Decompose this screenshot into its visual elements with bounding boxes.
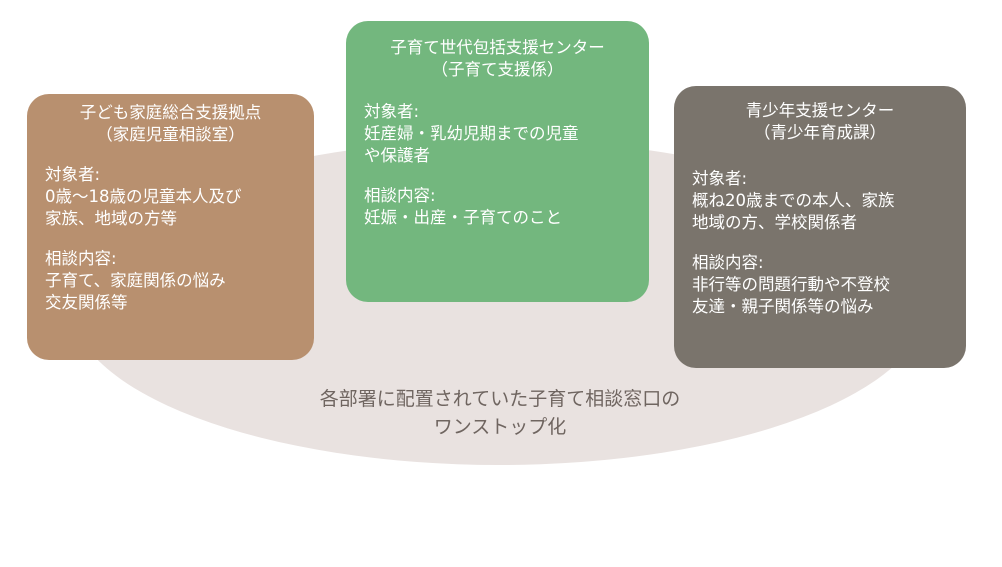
box-title: 子ども家庭総合支援拠点 （家庭児童相談室） bbox=[45, 102, 296, 146]
box-title: 子育て世代包括支援センター （子育て支援係） bbox=[364, 37, 631, 81]
target-label: 対象者: bbox=[364, 102, 420, 121]
target-section: 対象者: 妊産婦・乳幼児期までの児童 や保護者 bbox=[364, 101, 631, 167]
target-label: 対象者: bbox=[45, 165, 101, 184]
target-line-1: 概ね20歳までの本人、家族 bbox=[692, 191, 895, 210]
target-line-2: や保護者 bbox=[364, 146, 430, 165]
target-section: 対象者: 概ね20歳までの本人、家族 地域の方、学校関係者 bbox=[692, 168, 948, 234]
content-line-2: 交友関係等 bbox=[45, 293, 128, 312]
box-title-line-1: 青少年支援センター bbox=[745, 101, 895, 120]
content-label: 相談内容: bbox=[364, 186, 436, 205]
content-section: 相談内容: 妊娠・出産・子育てのこと bbox=[364, 185, 631, 229]
box-title-line-1: 子ども家庭総合支援拠点 bbox=[79, 103, 262, 122]
target-line-1: 0歳～18歳の児童本人及び bbox=[45, 187, 242, 206]
content-line-2: 友達・親子関係等の悩み bbox=[692, 297, 874, 316]
box-title-line-1: 子育て世代包括支援センター bbox=[390, 38, 605, 57]
box-title-line-2: （家庭児童相談室） bbox=[96, 125, 245, 144]
oval-caption: 各部署に配置されていた子育て相談窓口の ワンストップ化 bbox=[170, 385, 830, 441]
box-title: 青少年支援センター （青少年育成課） bbox=[692, 100, 948, 144]
box-youth-support-center: 青少年支援センター （青少年育成課） 対象者: 概ね20歳までの本人、家族 地域… bbox=[674, 86, 966, 368]
content-section: 相談内容: 子育て、家庭関係の悩み 交友関係等 bbox=[45, 248, 296, 314]
target-line-1: 妊産婦・乳幼児期までの児童 bbox=[364, 124, 579, 143]
box-child-family-support: 子ども家庭総合支援拠点 （家庭児童相談室） 対象者: 0歳～18歳の児童本人及び… bbox=[27, 94, 314, 360]
box-title-line-2: （子育て支援係） bbox=[431, 60, 564, 79]
target-line-2: 地域の方、学校関係者 bbox=[692, 213, 857, 232]
target-line-2: 家族、地域の方等 bbox=[45, 209, 177, 228]
box-parenting-support-center: 子育て世代包括支援センター （子育て支援係） 対象者: 妊産婦・乳幼児期までの児… bbox=[346, 21, 649, 302]
content-section: 相談内容: 非行等の問題行動や不登校 友達・親子関係等の悩み bbox=[692, 252, 948, 318]
caption-line-1: 各部署に配置されていた子育て相談窓口の bbox=[319, 388, 681, 410]
target-section: 対象者: 0歳～18歳の児童本人及び 家族、地域の方等 bbox=[45, 164, 296, 230]
target-label: 対象者: bbox=[692, 169, 748, 188]
content-line-1: 妊娠・出産・子育てのこと bbox=[364, 208, 562, 227]
content-label: 相談内容: bbox=[45, 249, 117, 268]
content-label: 相談内容: bbox=[692, 253, 764, 272]
caption-line-2: ワンストップ化 bbox=[433, 416, 567, 438]
box-title-line-2: （青少年育成課） bbox=[754, 123, 886, 142]
content-line-1: 子育て、家庭関係の悩み bbox=[45, 271, 226, 290]
content-line-1: 非行等の問題行動や不登校 bbox=[692, 275, 890, 294]
